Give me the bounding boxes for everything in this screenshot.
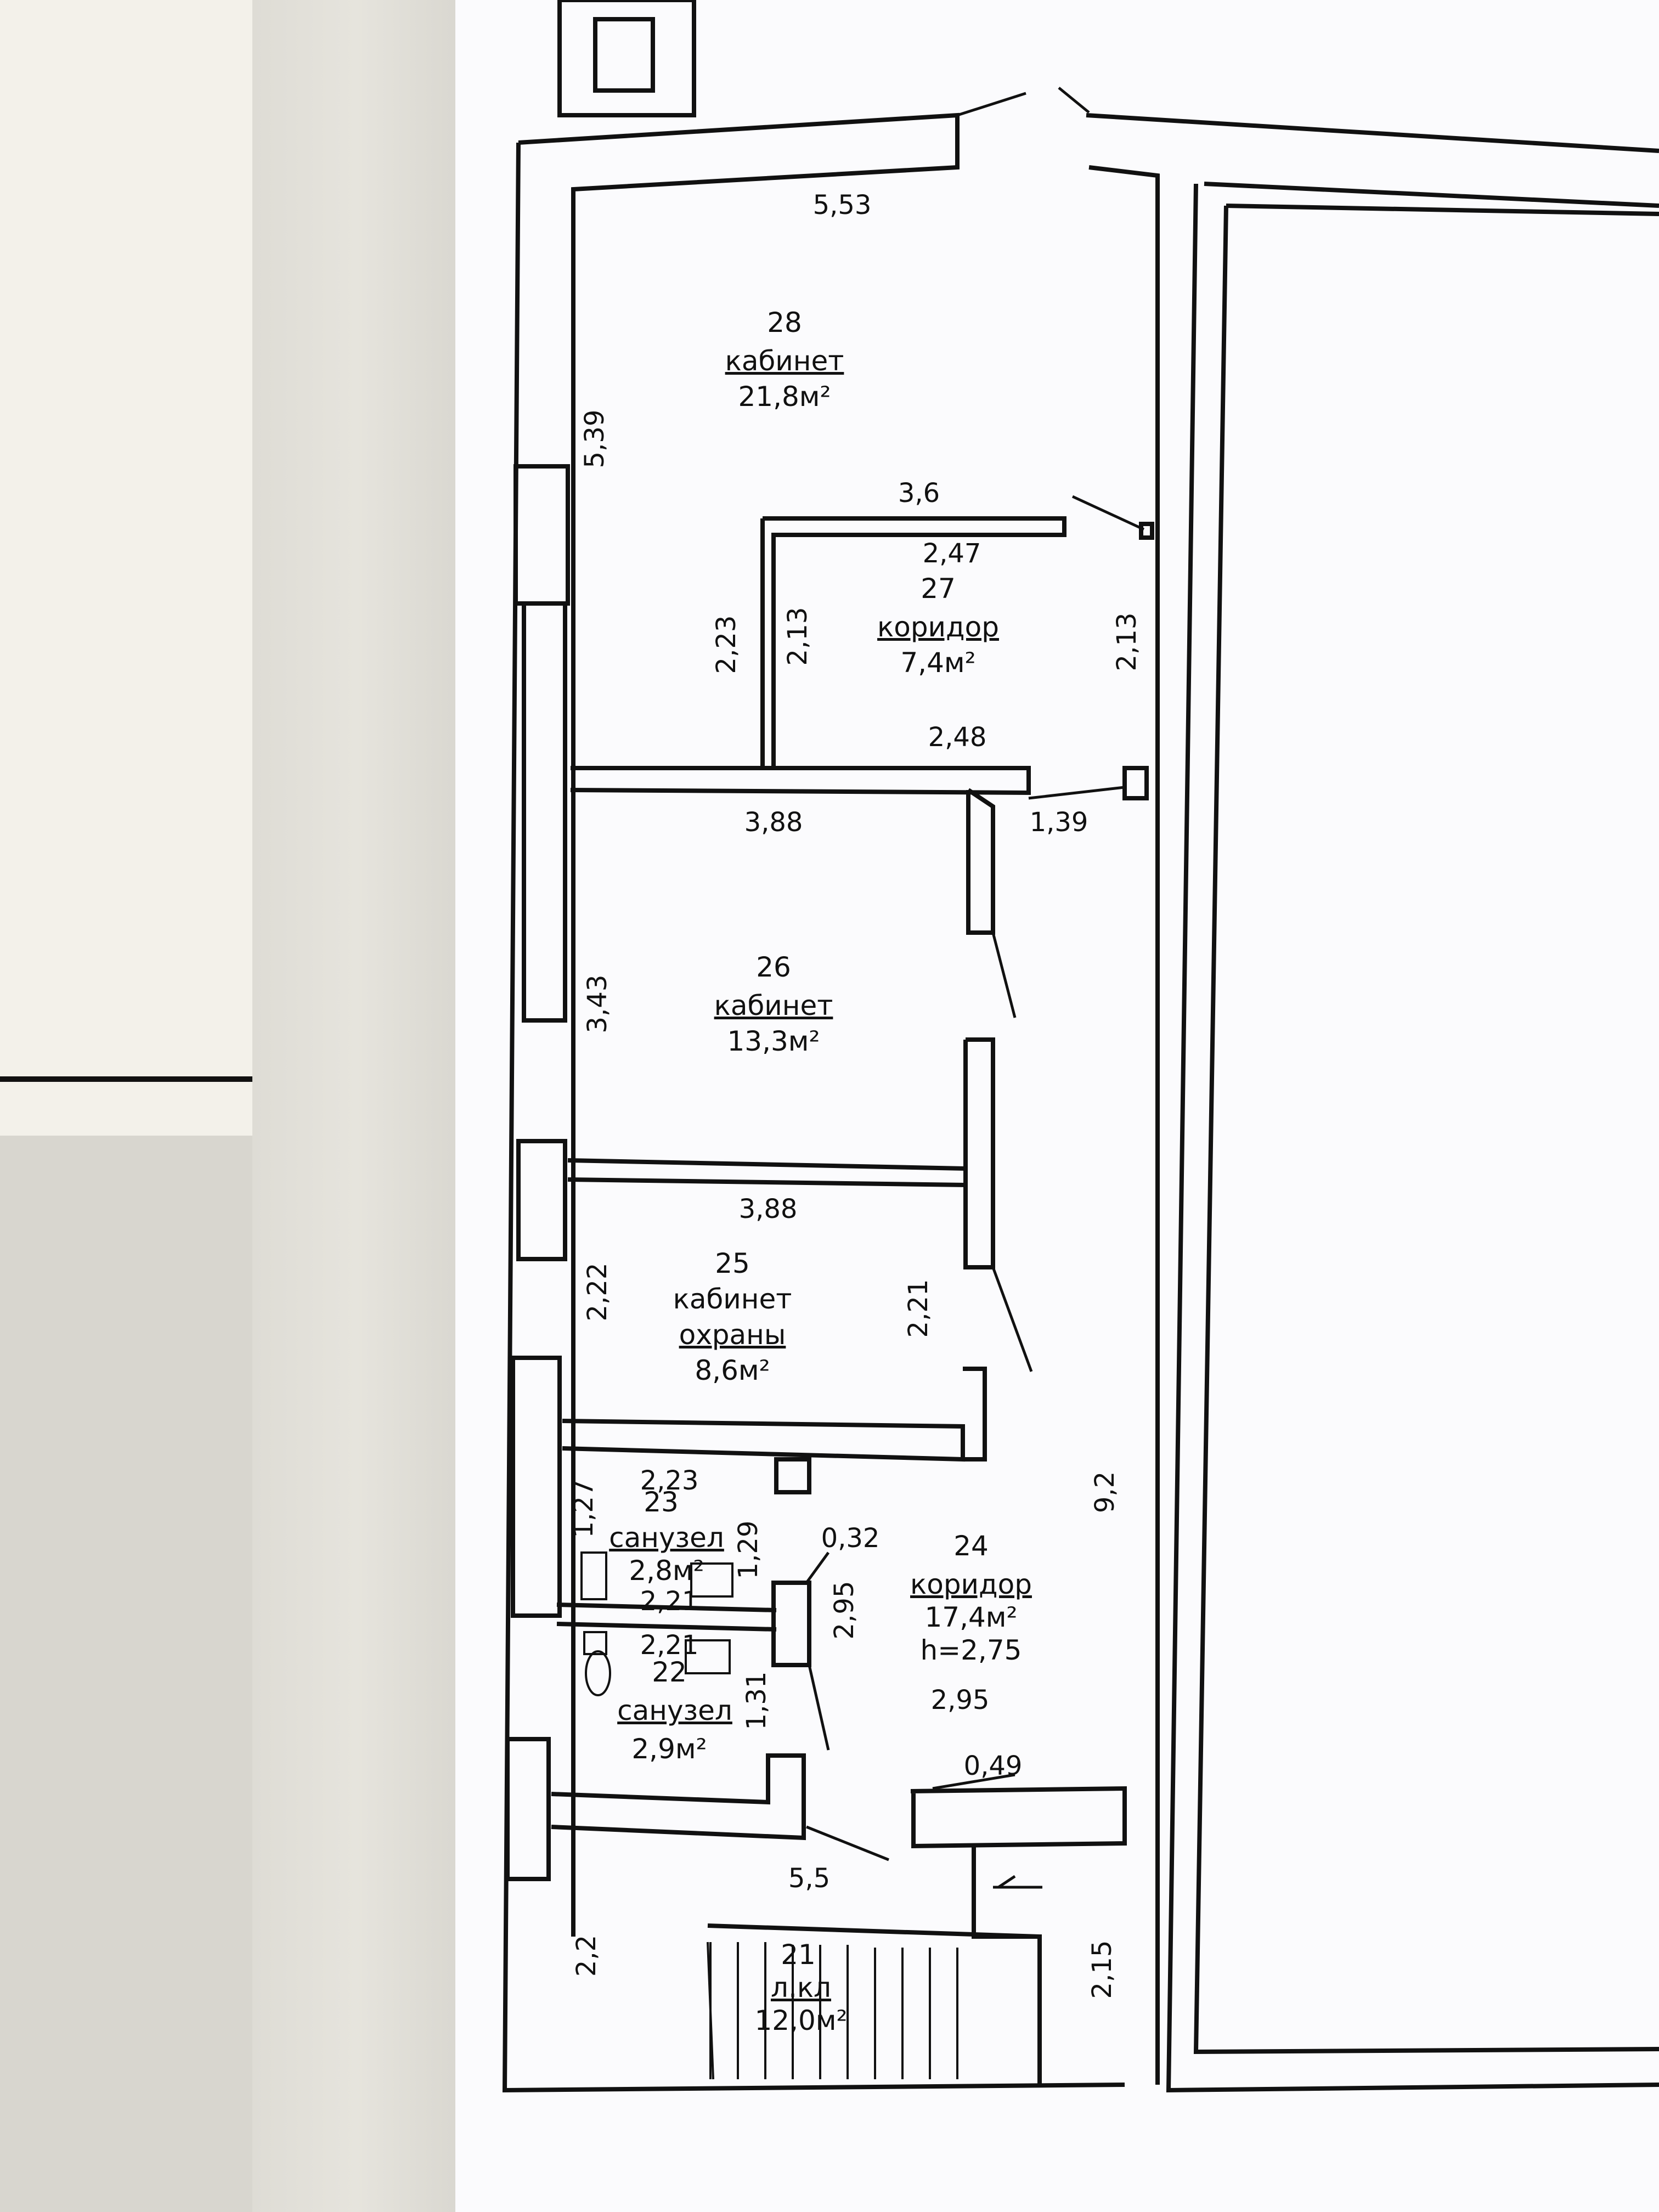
dim-label: 2,95 [829,1581,860,1640]
room-27-name: коридор [877,611,999,643]
room-28-name: кабинет [725,345,844,377]
background-wall [252,0,461,2212]
dim-label: 2,21 [640,1630,699,1661]
dim-label: 9,2 [1090,1471,1120,1513]
dim-label: 2,95 [931,1685,990,1716]
sanitary-fixtures [580,1551,733,1696]
dim-label: 5,39 [579,410,610,469]
dim-label: 0,32 [821,1523,880,1554]
dim-label: 2,2 [571,1935,602,1977]
room-21-area: 12,0м² [754,2005,847,2036]
door-swings [805,87,1145,1889]
room-23-area: 2,8м² [629,1555,704,1587]
dim-label: 3,43 [582,975,613,1034]
dim-label: 2,23 [640,1465,699,1496]
dim-label: 3,88 [744,807,803,838]
dim-label: 1,29 [733,1521,764,1579]
room-21-name: л.кл [771,1972,831,2004]
dim-label: 2,47 [923,538,981,569]
room-27-number: 27 [921,573,956,605]
room-24-area: 17,4м² [924,1601,1017,1633]
toilet-icon [580,1551,607,1600]
room-21-number: 21 [781,1939,816,1971]
walls [502,0,1659,2093]
sink-icon [690,1562,733,1598]
room-28-number: 28 [767,307,802,338]
dimension-labels: 5,53 5,39 3,6 2,47 2,23 2,13 2,13 2,48 3… [568,190,1142,1999]
dim-label: 2,48 [928,722,987,753]
dim-label: 2,15 [1087,1940,1118,1999]
room-25-name2: охраны [679,1319,786,1351]
room-28-area: 21,8м² [738,381,831,413]
room-26-area: 13,3м² [727,1025,820,1057]
room-22-name: санузел [617,1695,732,1726]
left-paper-line [0,1076,252,1082]
room-24-name: коридор [910,1568,1032,1600]
dim-label: 1,39 [1030,807,1088,838]
room-23-number: 23 [644,1486,679,1518]
room-25-name: кабинет [673,1283,792,1315]
dim-label: 2,21 [903,1279,934,1338]
left-paper-sheet [0,0,252,1136]
room-25-number: 25 [715,1248,750,1279]
room-25-area: 8,6м² [695,1355,770,1386]
compass-box [557,0,696,117]
room-23-name: санузел [609,1522,724,1554]
dim-label: 3,6 [898,478,940,509]
dim-label: 2,13 [782,607,813,666]
room-24-number: 24 [953,1530,989,1562]
dim-label: 2,13 [1111,613,1142,672]
dim-label: 1,27 [568,1480,599,1538]
room-24-height: h=2,75 [921,1634,1022,1666]
dim-label: 2,21 [640,1586,699,1617]
room-26-number: 26 [756,951,791,983]
dim-label: 1,31 [741,1672,772,1730]
room-26-name: кабинет [714,990,833,1022]
dim-label: 3,88 [739,1194,798,1224]
dim-label: 5,53 [813,190,872,221]
room-27-area: 7,4м² [900,647,975,679]
dim-label: 5,5 [788,1863,830,1894]
dim-label: 0,49 [964,1751,1023,1781]
dim-label: 2,23 [711,616,742,674]
dim-label: 2,22 [582,1263,613,1322]
stairs [707,1942,958,2080]
room-22-number: 22 [652,1656,687,1688]
room-22-area: 2,9м² [631,1733,707,1765]
room-labels: 28 кабинет 21,8м² 27 коридор 7,4м² 26 ка… [609,307,1032,2036]
toilet-icon [583,1631,607,1655]
sink-icon [685,1639,731,1674]
